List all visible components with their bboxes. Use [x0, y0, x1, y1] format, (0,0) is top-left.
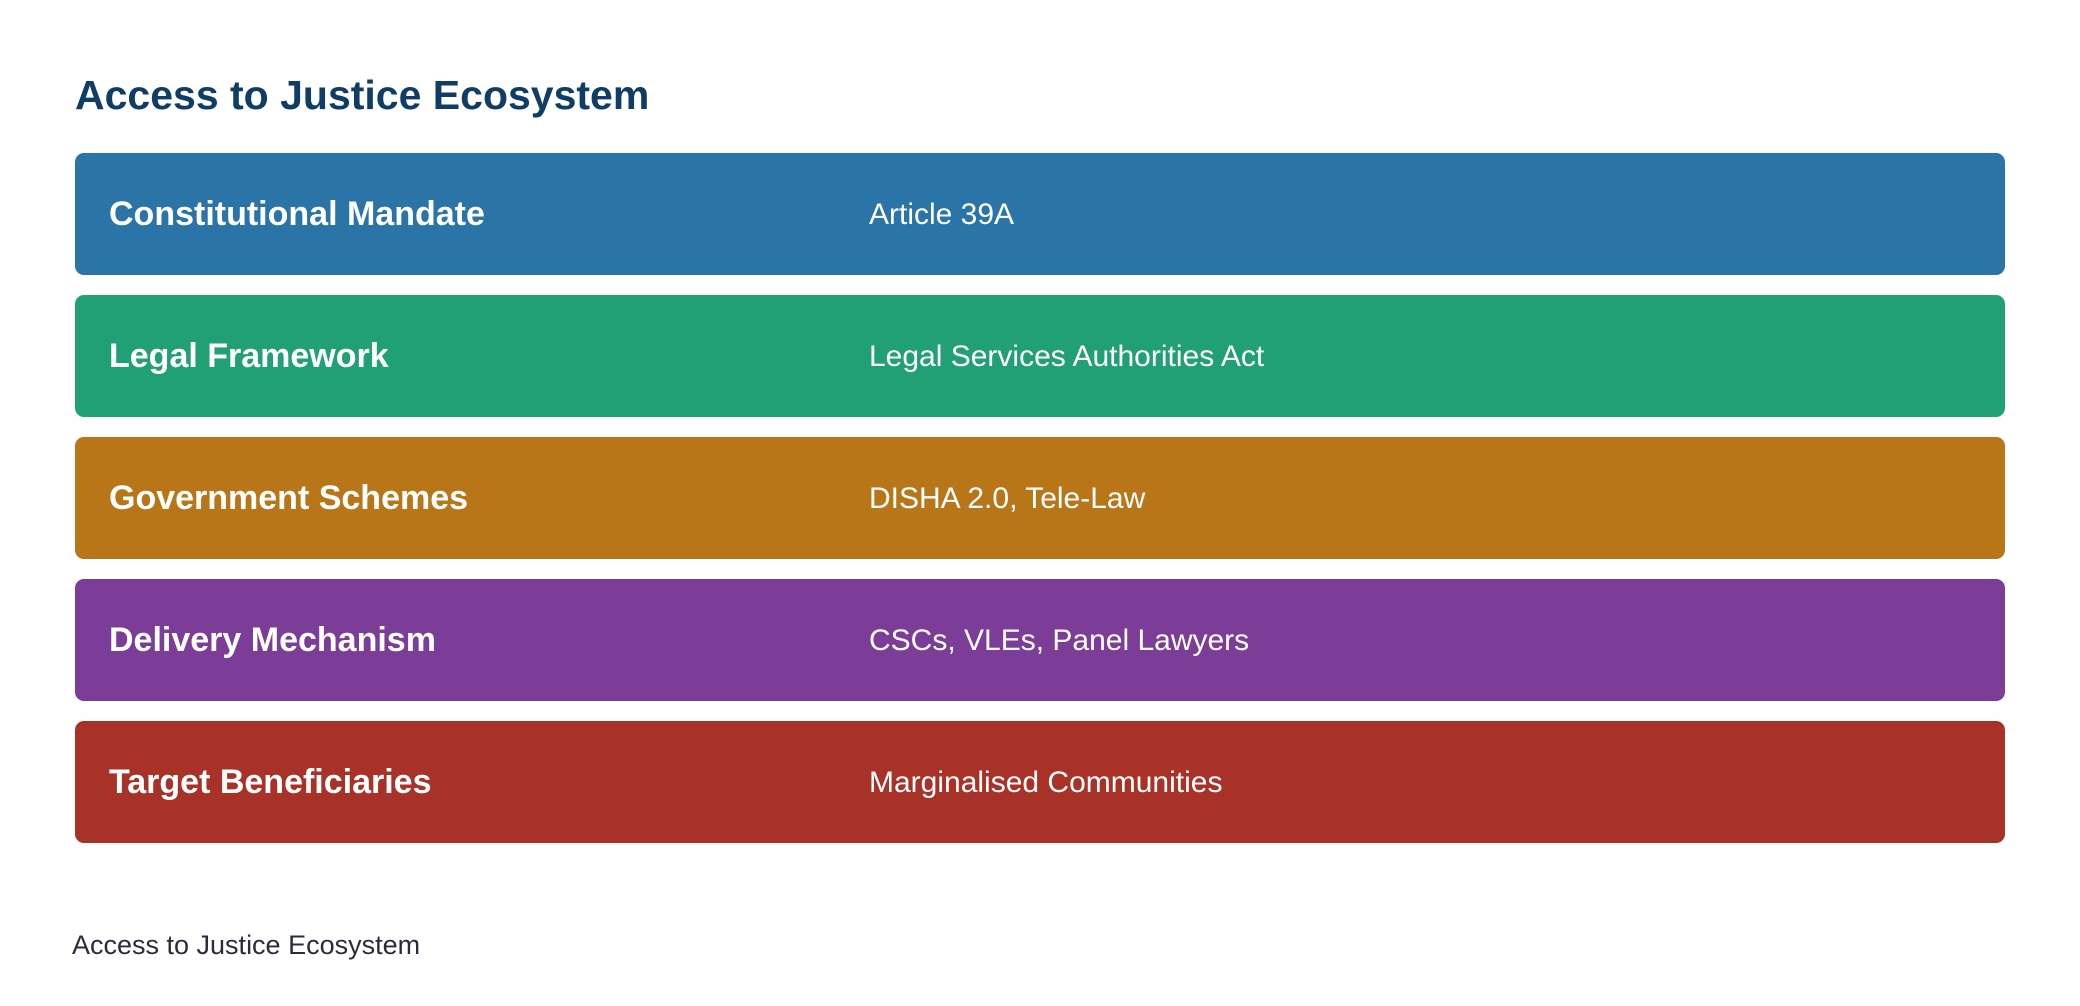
row-legal-framework: Legal Framework Legal Services Authoriti… — [75, 295, 2005, 417]
row-value: Marginalised Communities — [869, 766, 1223, 799]
row-delivery-mechanism: Delivery Mechanism CSCs, VLEs, Panel Law… — [75, 579, 2005, 701]
ecosystem-rows: Constitutional Mandate Article 39A Legal… — [75, 153, 2005, 863]
row-label: Target Beneficiaries — [109, 763, 432, 801]
row-label: Legal Framework — [109, 337, 389, 375]
row-value: Article 39A — [869, 198, 1015, 231]
caption: Access to Justice Ecosystem — [72, 930, 421, 960]
row-label: Delivery Mechanism — [109, 621, 436, 659]
row-value: DISHA 2.0, Tele-Law — [869, 482, 1146, 515]
row-government-schemes: Government Schemes DISHA 2.0, Tele-Law — [75, 437, 2005, 559]
row-value: Legal Services Authorities Act — [869, 340, 1265, 373]
row-constitutional-mandate: Constitutional Mandate Article 39A — [75, 153, 2005, 275]
row-value: CSCs, VLEs, Panel Lawyers — [869, 624, 1250, 657]
row-label: Constitutional Mandate — [109, 195, 485, 233]
page-title: Access to Justice Ecosystem — [75, 72, 650, 118]
row-label: Government Schemes — [109, 479, 469, 517]
row-target-beneficiaries: Target Beneficiaries Marginalised Commun… — [75, 721, 2005, 843]
